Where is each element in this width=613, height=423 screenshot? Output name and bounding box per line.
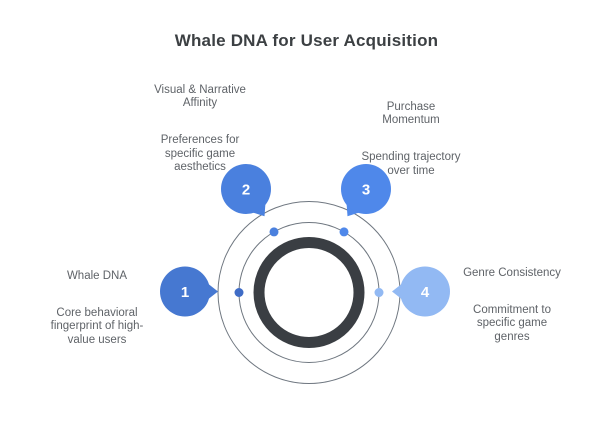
outer-orbit-circle [217,201,401,384]
orbit-dot-1 [234,288,244,297]
label-heading-purchase-momentum: Purchase Momentum [382,100,440,127]
orbit-dot-4 [374,288,384,297]
balloon-circle-2 [221,164,271,214]
balloon-circle-4 [400,266,450,317]
balloon-group-3: 3 [339,164,391,237]
balloon-circle-1 [160,266,210,317]
label-desc-genre-consistency: Commitment to specific game genres [473,303,551,343]
label-desc-visual-narrative-affinity: Preferences for specific game aesthetics [160,134,240,173]
orbit-dot-2 [269,227,279,237]
balloon-circle-3 [341,164,391,214]
label-block-genre-consistency: Genre Consistency Commitment to specific… [437,253,587,358]
balloon-number-3: 3 [362,182,370,199]
page-title: Whale DNA for User Acquisition [174,31,439,50]
orbit-dot-3 [339,227,349,237]
balloon-group-1: 1 [160,266,244,317]
core-ring [253,237,365,348]
balloon-number-1: 1 [181,284,189,301]
label-desc-purchase-momentum: Spending trajectory over time [361,151,461,177]
balloon-number-2: 2 [242,182,250,199]
balloon-number-4: 4 [421,284,430,301]
label-block-visual-narrative-affinity: Visual & Narrative Affinity Preferences … [125,70,275,188]
balloon-group-2: 2 [221,164,279,237]
label-block-whale-dna: Whale DNA Core behavioral fingerprint of… [22,256,172,361]
label-desc-whale-dna: Core behavioral fingerprint of high- val… [50,306,144,346]
label-heading-visual-narrative-affinity: Visual & Narrative Affinity [154,83,246,110]
label-heading-whale-dna: Whale DNA [66,269,128,282]
label-block-purchase-momentum: Purchase Momentum Spending trajectory ov… [336,87,486,192]
balloon-group-4: 4 [374,266,450,317]
label-heading-genre-consistency: Genre Consistency [463,266,561,279]
